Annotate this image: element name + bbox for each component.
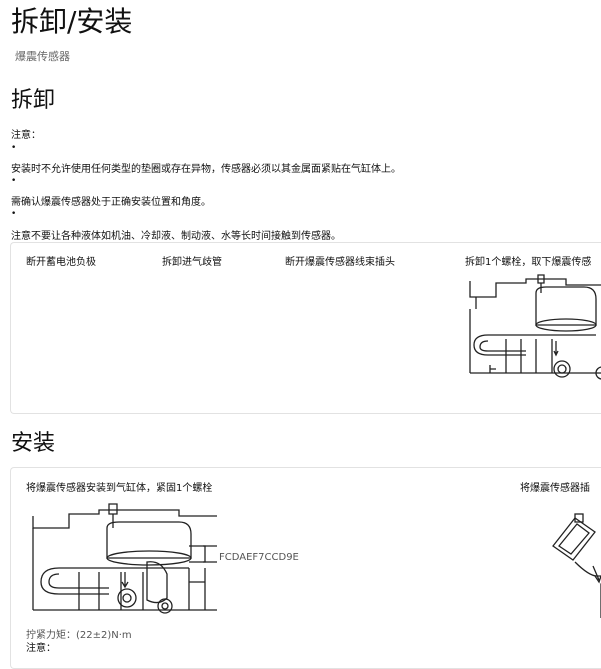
- knock-sensor-install-illustration: [32, 503, 217, 614]
- page-subtitle: 爆震传感器: [15, 50, 70, 63]
- connector-illustration: [552, 513, 601, 618]
- bullet-icon: •: [11, 209, 17, 219]
- removal-step: 拆卸1个螺栓，取下爆震传感: [465, 257, 592, 268]
- removal-caution-label: 注意：: [11, 130, 41, 141]
- removal-step: 断开蓄电池负极: [26, 257, 96, 268]
- bullet-icon: •: [11, 143, 17, 153]
- removal-step: 断开爆震传感器线束插头: [285, 257, 395, 268]
- installation-step: 将爆震传感器插: [520, 483, 590, 494]
- installation-heading: 安装: [11, 431, 56, 456]
- caution-item: 需确认爆震传感器处于正确安装位置和角度。: [11, 197, 211, 208]
- page-title: 拆卸/安装: [11, 5, 133, 38]
- bullet-icon: •: [11, 176, 17, 186]
- caution-item: 安装时不允许使用任何类型的垫圈或存在异物，传感器必须以其金属面紧贴在气缸体上。: [11, 164, 401, 175]
- installation-steps-panel: 将爆震传感器安装到气缸体，紧固1个螺栓 将爆震传感器插 FCDAEF7CCD9: [10, 467, 601, 669]
- knock-sensor-removal-illustration: [469, 274, 601, 380]
- removal-heading: 拆卸: [11, 88, 56, 113]
- installation-step: 将爆震传感器安装到气缸体，紧固1个螺栓: [26, 483, 213, 494]
- figure-code: FCDAEF7CCD9E: [219, 552, 299, 563]
- removal-steps-panel: 断开蓄电池负极 拆卸进气歧管 断开爆震传感器线束插头 拆卸1个螺栓，取下爆震传感: [10, 242, 601, 414]
- installation-caution-label: 注意：: [26, 643, 56, 654]
- caution-item: 注意不要让各种液体如机油、冷却液、制动液、水等长时间接触到传感器。: [11, 231, 341, 242]
- removal-step: 拆卸进气歧管: [162, 257, 222, 268]
- torque-spec: 拧紧力矩：(22±2)N·m: [26, 630, 132, 641]
